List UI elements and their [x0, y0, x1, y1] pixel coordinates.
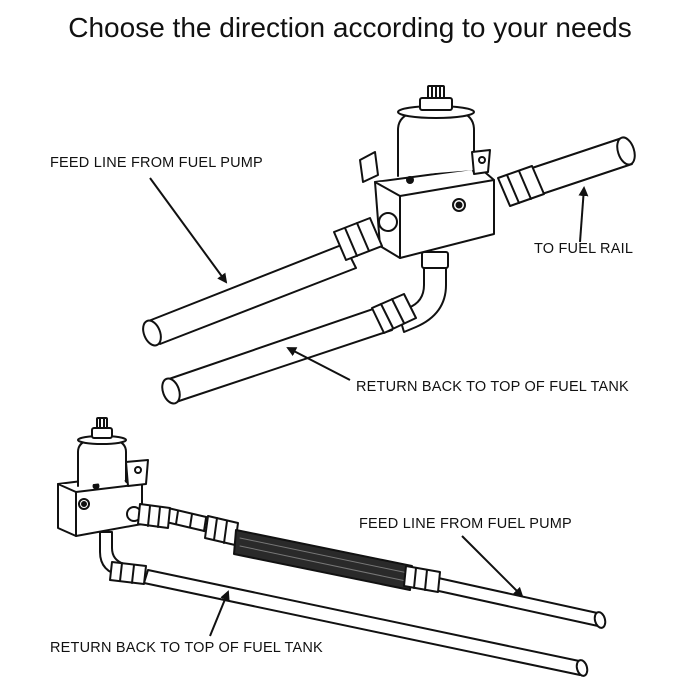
top-regulator-dome — [397, 85, 475, 177]
bottom-feed-label: FEED LINE FROM FUEL PUMP — [359, 516, 572, 532]
bottom-regulator-assembly — [57, 417, 607, 677]
top-feed-tube — [142, 243, 357, 347]
page-title: Choose the direction according to your n… — [68, 12, 632, 43]
top-return-fitting — [371, 293, 417, 334]
top-rail-arrow — [578, 186, 589, 243]
top-mounting-bracket — [471, 149, 491, 175]
bottom-mounting-bracket — [125, 459, 149, 487]
bottom-feed-tube — [415, 573, 607, 629]
bottom-callout-arrows — [209, 535, 524, 637]
top-return-arrow — [286, 347, 351, 381]
bottom-return-arrow — [209, 590, 230, 637]
bottom-return-tube — [143, 569, 589, 677]
top-callout-arrows — [149, 177, 589, 381]
bottom-hose-fitting-right — [403, 565, 441, 593]
top-feed-label: FEED LINE FROM FUEL PUMP — [50, 155, 263, 171]
bottom-regulator-body — [57, 475, 143, 537]
bottom-feed-fitting — [137, 503, 171, 529]
top-return-label: RETURN BACK TO TOP OF FUEL TANK — [356, 379, 629, 395]
top-regulator-assembly — [142, 85, 636, 405]
bottom-fuel-sleeve — [233, 529, 413, 591]
top-rail-label: TO FUEL RAIL — [534, 241, 634, 257]
bottom-return-label: RETURN BACK TO TOP OF FUEL TANK — [50, 640, 323, 656]
bottom-regulator-dome — [77, 417, 127, 487]
top-feed-fitting — [333, 217, 383, 261]
top-return-tube — [161, 305, 393, 405]
top-feed-arrow — [149, 177, 228, 284]
bottom-hose-fitting-left — [204, 515, 239, 546]
top-regulator-body — [359, 151, 495, 259]
bottom-feed-arrow — [461, 535, 524, 598]
top-rail-fitting — [497, 165, 545, 207]
bottom-return-fitting — [109, 561, 147, 585]
